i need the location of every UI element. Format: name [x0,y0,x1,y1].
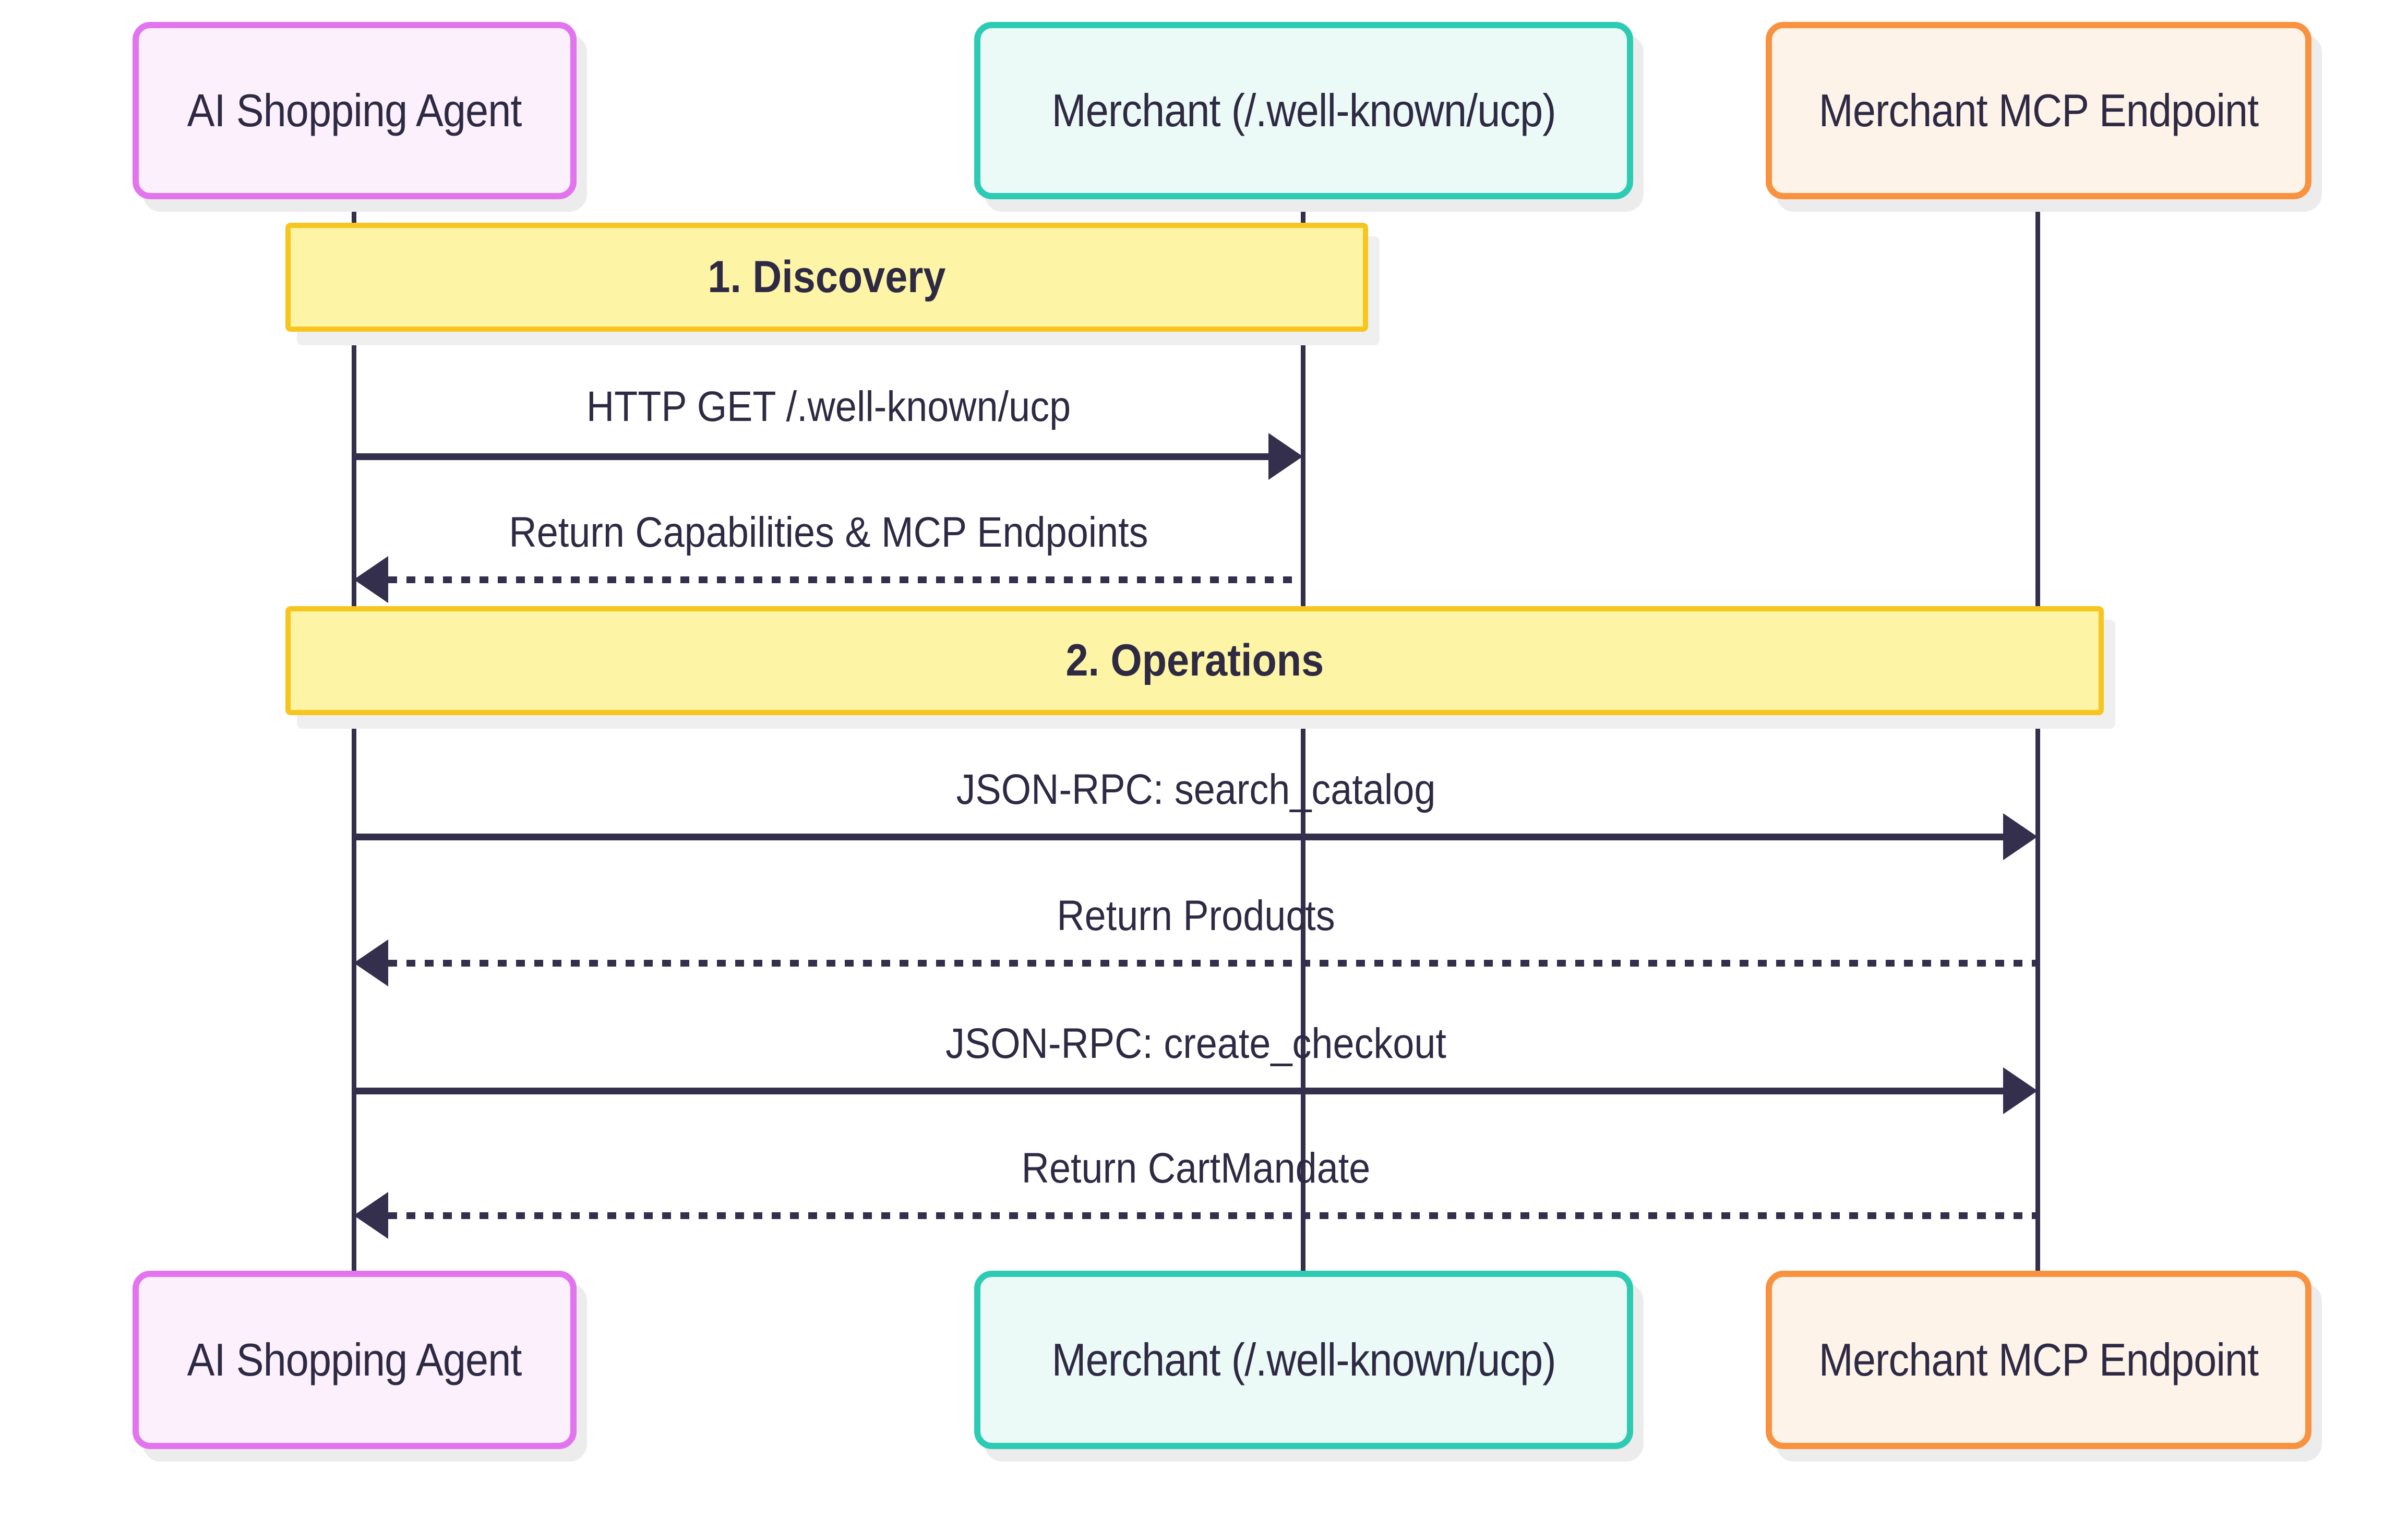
section-banner-discovery: 1. Discovery [285,223,1368,332]
arrowhead-left-icon [354,939,388,986]
section-banner-operations: 2. Operations [285,606,2104,715]
message-line-return-cartmandate [388,1212,2038,1219]
arrowhead-left-icon [354,1192,388,1239]
message-label-return-products: Return Products [1057,892,1335,939]
message-line-return-capabilities [388,576,1303,583]
arrowhead-left-icon [354,556,388,603]
actor-merchant-bottom-label: Merchant (/.well-known/ucp) [1051,1334,1556,1385]
actor-mcp-bottom-label: Merchant MCP Endpoint [1818,1334,2259,1385]
actor-merchant-bottom: Merchant (/.well-known/ucp) [974,1271,1633,1449]
arrowhead-right-icon [2003,1067,2038,1114]
message-line-create-checkout [354,1088,2004,1094]
section-banner-discovery-label: 1. Discovery [708,252,946,302]
message-line-return-products [388,960,2038,967]
message-label-create-checkout: JSON-RPC: create_checkout [945,1020,1446,1067]
actor-mcp-top-label: Merchant MCP Endpoint [1818,85,2259,136]
message-label-return-cartmandate: Return CartMandate [1021,1144,1371,1192]
actor-merchant-top-label: Merchant (/.well-known/ucp) [1051,85,1556,136]
message-line-search-catalog [354,834,2004,840]
actor-mcp-top: Merchant MCP Endpoint [1766,22,2311,199]
message-label-return-capabilities: Return Capabilities & MCP Endpoints [509,509,1148,556]
lifeline-agent [352,199,356,1271]
actor-agent-bottom: AI Shopping Agent [133,1271,577,1449]
actor-agent-top-label: AI Shopping Agent [187,85,522,136]
message-line-http-get [354,453,1269,460]
message-label-search-catalog: JSON-RPC: search_catalog [956,766,1436,813]
arrowhead-right-icon [1268,433,1303,480]
section-banner-operations-label: 2. Operations [1065,635,1324,685]
message-label-http-get: HTTP GET /.well-known/ucp [586,383,1071,430]
lifeline-mcp [2035,199,2040,1271]
arrowhead-right-icon [2003,813,2038,860]
actor-mcp-bottom: Merchant MCP Endpoint [1766,1271,2311,1449]
actor-agent-bottom-label: AI Shopping Agent [187,1334,522,1385]
actor-agent-top: AI Shopping Agent [133,22,577,199]
lifeline-merchant [1301,199,1305,1271]
actor-merchant-top: Merchant (/.well-known/ucp) [974,22,1633,199]
